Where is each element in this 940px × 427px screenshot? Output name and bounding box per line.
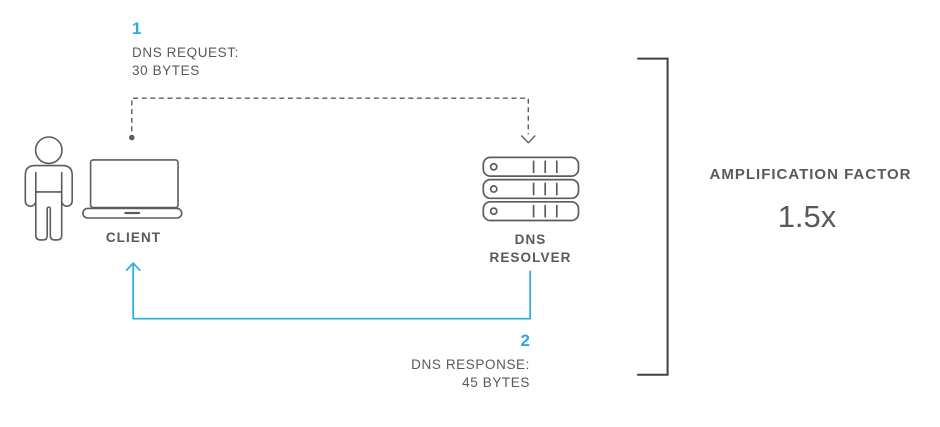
response-arrow [125,262,532,320]
request-origin-dot [129,134,135,141]
server-stack-icon [482,156,580,222]
resolver-label: DNS RESOLVER [460,231,601,266]
response-label: DNS RESPONSE: [411,357,530,372]
amplification-factor-title: AMPLIFICATION FACTOR [709,166,912,183]
laptop-icon [82,159,183,219]
bracket [637,57,669,376]
resolver-label-line2: RESOLVER [489,249,572,265]
person-icon [24,136,73,241]
request-dashed-arrow [129,97,536,144]
arrowhead-down-icon [521,135,536,144]
request-label: DNS REQUEST: [132,45,239,60]
client-label: CLIENT [105,230,162,245]
amplification-factor-value: 1.5x [777,199,837,234]
response-size: 45 BYTES [462,374,530,390]
request-annotation: 1 DNS REQUEST: 30 BYTES [132,19,239,79]
arrowhead-up-icon [125,262,141,272]
request-size: 30 BYTES [132,62,200,78]
step-1-number: 1 [132,19,142,38]
response-annotation: 2 DNS RESPONSE: 45 BYTES [330,331,530,391]
resolver-label-line1: DNS [514,232,547,247]
step-2-number: 2 [520,331,530,350]
